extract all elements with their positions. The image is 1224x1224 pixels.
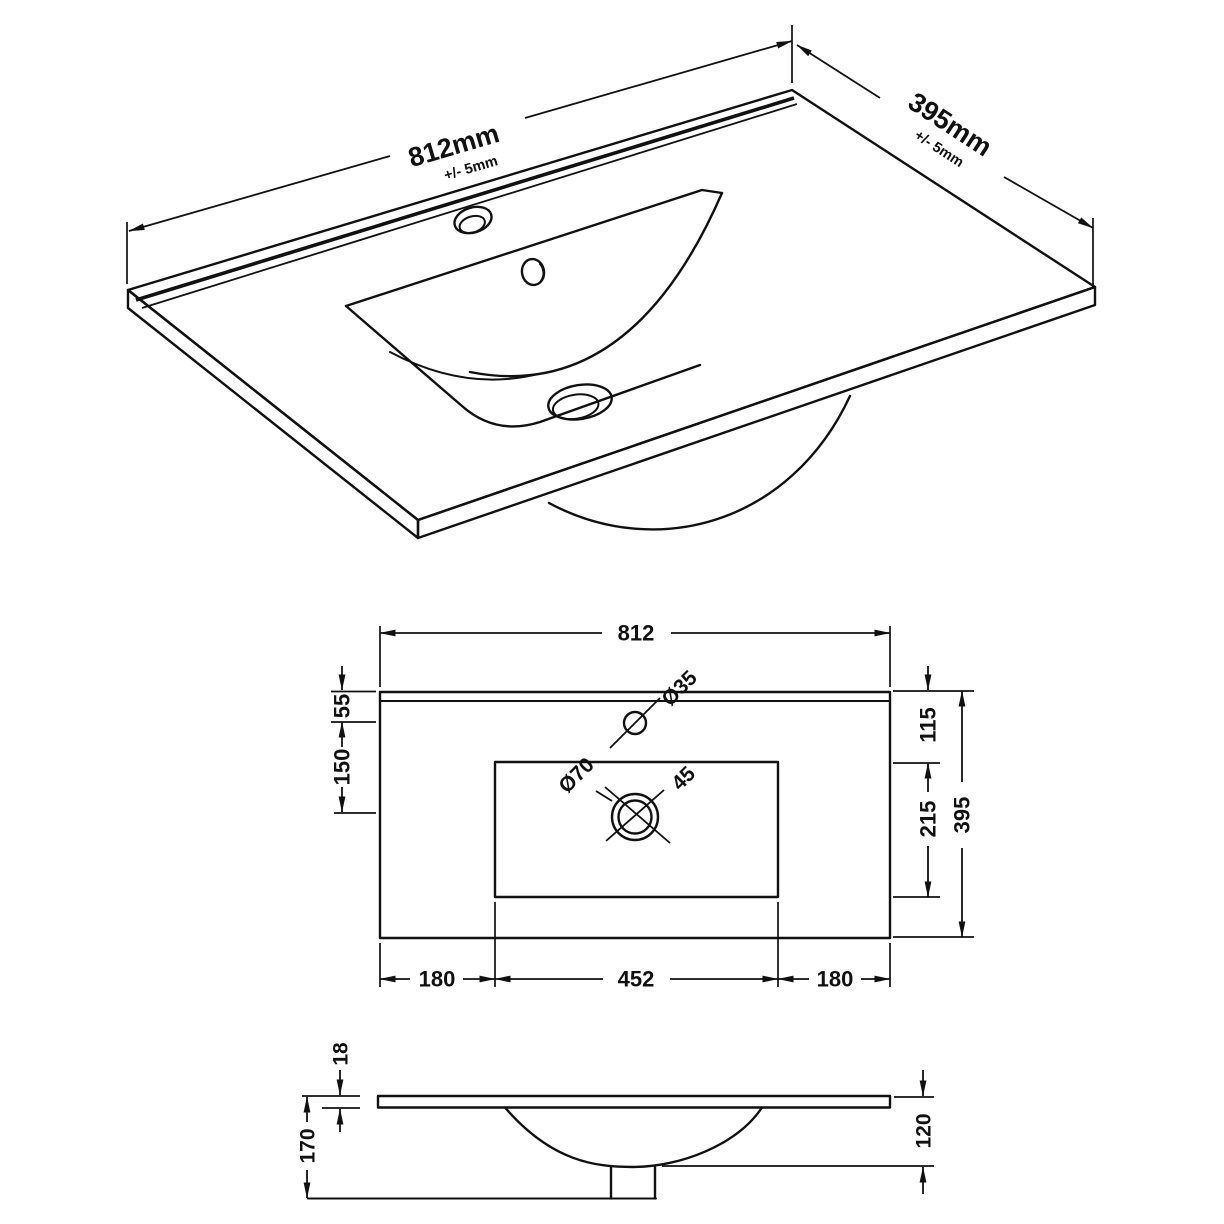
- back-rim-strip-inner: [141, 103, 798, 309]
- section-view: 18 170 120: [296, 1042, 935, 1200]
- plan-overall-depth-label: 395: [950, 797, 975, 834]
- iso-dim-width: 812mm +/- 5mm: [126, 40, 793, 284]
- basin-front-edge: [344, 304, 702, 428]
- left-margin-label: 180: [419, 967, 456, 992]
- plan-dim-overall-width: 812: [379, 621, 891, 687]
- basin-depth-label: 215: [916, 801, 941, 838]
- waste-hole-inner: [617, 799, 653, 835]
- plan-view: Ø35 Ø70 45 812 55: [330, 621, 975, 992]
- basin-bowl-curve: [468, 191, 724, 378]
- basin-width-label: 452: [618, 967, 655, 992]
- plan-outline: [378, 690, 892, 940]
- tap-to-waste-label: 150: [330, 749, 355, 786]
- top-thickness-label: 18: [329, 1042, 352, 1066]
- basin-back-edge: [344, 188, 724, 308]
- plan-dim-right: 115 215 395: [893, 666, 975, 938]
- plan-dim-bottom: 180 452 180: [379, 902, 891, 992]
- overall-height-label: 170: [296, 1128, 319, 1163]
- waste-cross-line-2: [604, 786, 671, 844]
- overflow-hole-iso: [520, 257, 546, 287]
- back-to-basin-label: 115: [916, 707, 941, 743]
- section-dim-overall-height: 170: [296, 1096, 319, 1199]
- basin-bottom-curve: [389, 351, 539, 381]
- waste-offset-label: 45: [667, 762, 700, 795]
- slab-left-face: [126, 288, 420, 540]
- tap-hole: [622, 710, 648, 736]
- isometric-view: 812mm +/- 5mm 395mm +/- 5mm: [126, 25, 1097, 540]
- section-dim-thickness: 18: [329, 1042, 352, 1132]
- right-margin-label: 180: [817, 967, 854, 992]
- plan-dim-left: 55 150: [330, 666, 376, 814]
- plan-basin-recess: [493, 760, 780, 899]
- under-bowl-curve: [547, 394, 852, 531]
- section-dim-bowl-depth: 120: [912, 1070, 935, 1194]
- iso-dim-depth: 395mm +/- 5mm: [791, 25, 1094, 285]
- waste-hole-label: Ø70: [554, 753, 598, 797]
- waste-cross-line-1: [605, 789, 665, 842]
- section-slab: [376, 1094, 892, 1109]
- plan-overall-width-label: 812: [618, 621, 655, 646]
- section-bowl: [503, 1106, 764, 1169]
- tap-hole-leader: [609, 697, 661, 749]
- slab-front-face: [416, 285, 1097, 540]
- waste-hole-iso: [547, 383, 613, 421]
- back-rim-strip: [135, 96, 795, 302]
- back-to-tap-label: 55: [330, 694, 355, 718]
- tap-hole-iso: [453, 205, 493, 235]
- bowl-depth-label: 120: [912, 1113, 935, 1148]
- waste-hole-leader: [595, 790, 613, 802]
- tap-hole-label: Ø35: [657, 666, 702, 711]
- waste-hole-outer: [610, 792, 660, 842]
